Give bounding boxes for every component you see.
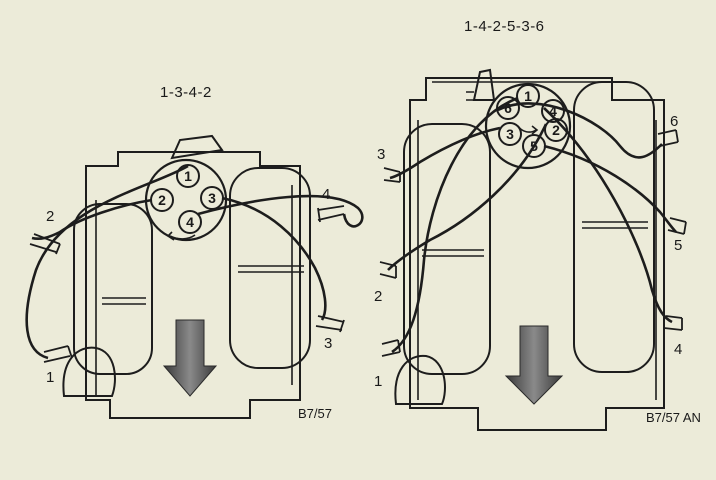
left-engine-block (85, 151, 301, 419)
right-cap-terminal-4: 4 (549, 103, 557, 119)
right-cap-terminal-3: 3 (506, 126, 514, 142)
left-down-arrow (162, 319, 218, 397)
left-wire-label-1: 1 (46, 369, 54, 386)
right-wire-label-4: 4 (674, 341, 682, 358)
left-wire-2 (31, 198, 153, 241)
right-engine-block (409, 77, 665, 431)
left-wire-label-2: 2 (46, 208, 54, 225)
right-wire-label-3: 3 (377, 146, 385, 163)
left-figure-code: B7/57 (298, 406, 332, 421)
left-wire-4 (197, 194, 364, 228)
left-rotation-arrow (169, 234, 196, 240)
left-valve-cover-right (229, 167, 311, 369)
right-wire-3 (389, 126, 501, 180)
right-valve-cover-right (573, 81, 655, 373)
left-wire-3 (221, 196, 327, 321)
right-firing-order: 1-4-2-5-3-6 (464, 18, 545, 35)
right-down-arrow (504, 325, 564, 405)
right-figure-code: B7/57 AN (646, 410, 701, 425)
right-cap-terminal-6: 6 (504, 100, 512, 116)
right-wire-label-1: 1 (374, 373, 382, 390)
left-intake-bulge (62, 346, 116, 397)
right-engine-figure: 1 2 3 4 5 6 1-4-2-5-3-6 3 2 1 6 5 4 B7/5… (374, 18, 701, 431)
right-wire-4 (543, 107, 673, 324)
right-cap-terminal-1: 1 (524, 88, 532, 104)
right-valve-cover-left (403, 123, 491, 375)
left-cap-terminal-4: 4 (186, 214, 194, 230)
left-cap-terminal-3: 3 (208, 190, 216, 206)
left-valve-cover-left (73, 203, 153, 375)
left-wire-1 (25, 164, 189, 360)
right-wire-label-6: 6 (670, 113, 678, 130)
left-cap-terminal-1: 1 (184, 168, 192, 184)
left-cap-terminal-2: 2 (158, 192, 166, 208)
left-firing-order: 1-3-4-2 (160, 84, 212, 101)
left-vacuum-unit (170, 134, 224, 160)
right-wire-label-5: 5 (674, 237, 682, 254)
right-intake-bulge (394, 354, 446, 405)
right-vacuum-unit (472, 68, 496, 101)
left-engine-figure: 1 2 3 4 1-3-4-2 2 1 4 3 B7/57 (25, 84, 364, 421)
left-wire-label-4: 4 (322, 186, 330, 203)
right-wire-1 (391, 96, 519, 354)
right-wire-label-2: 2 (374, 288, 382, 305)
right-cap-terminal-2: 2 (552, 122, 560, 138)
right-wire-2 (387, 123, 548, 271)
right-wire-5 (543, 144, 677, 233)
right-wire-6 (497, 102, 663, 159)
left-wire-label-3: 3 (324, 335, 332, 352)
